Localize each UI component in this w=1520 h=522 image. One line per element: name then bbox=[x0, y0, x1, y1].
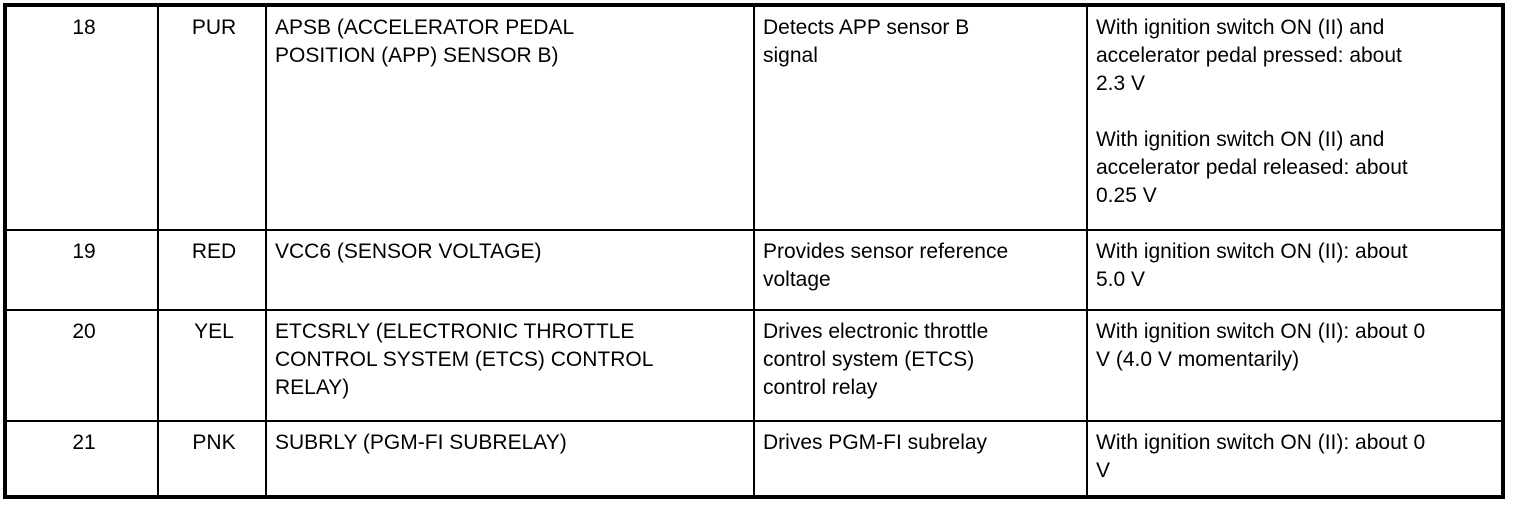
wire-color-cell: PUR bbox=[157, 4, 267, 231]
table-row: 18 PUR APSB (ACCELERATOR PEDAL POSITION … bbox=[4, 4, 1504, 231]
wire-color-cell: YEL bbox=[157, 309, 267, 422]
table-row: 19 RED VCC6 (SENSOR VOLTAGE) Provides se… bbox=[4, 229, 1504, 311]
pin-cell: 18 bbox=[4, 4, 159, 231]
pin-cell: 20 bbox=[4, 309, 159, 422]
function-cell: Drives electronic throttle control syste… bbox=[753, 309, 1088, 422]
pin-cell: 19 bbox=[4, 229, 159, 311]
signal-cell: With ignition switch ON (II): about 0 V … bbox=[1086, 309, 1504, 422]
terminal-cell: ETCSRLY (ELECTRONIC THROTTLE CONTROL SYS… bbox=[265, 309, 755, 422]
pin-function-table-container: 18 PUR APSB (ACCELERATOR PEDAL POSITION … bbox=[3, 3, 1505, 499]
signal-cell: With ignition switch ON (II) and acceler… bbox=[1086, 4, 1504, 231]
function-cell: Drives PGM-FI subrelay bbox=[753, 420, 1088, 498]
table-row: 21 PNK SUBRLY (PGM-FI SUBRELAY) Drives P… bbox=[4, 420, 1504, 498]
terminal-cell: VCC6 (SENSOR VOLTAGE) bbox=[265, 229, 755, 311]
terminal-cell: APSB (ACCELERATOR PEDAL POSITION (APP) S… bbox=[265, 4, 755, 231]
table-row: 20 YEL ETCSRLY (ELECTRONIC THROTTLE CONT… bbox=[4, 309, 1504, 422]
wire-color-cell: PNK bbox=[157, 420, 267, 498]
function-cell: Provides sensor reference voltage bbox=[753, 229, 1088, 311]
wire-color-cell: RED bbox=[157, 229, 267, 311]
signal-cell: With ignition switch ON (II): about 0 V bbox=[1086, 420, 1504, 498]
terminal-cell: SUBRLY (PGM-FI SUBRELAY) bbox=[265, 420, 755, 498]
function-cell: Detects APP sensor B signal bbox=[753, 4, 1088, 231]
pin-function-table: 18 PUR APSB (ACCELERATOR PEDAL POSITION … bbox=[3, 3, 1505, 499]
pin-cell: 21 bbox=[4, 420, 159, 498]
signal-cell: With ignition switch ON (II): about 5.0 … bbox=[1086, 229, 1504, 311]
